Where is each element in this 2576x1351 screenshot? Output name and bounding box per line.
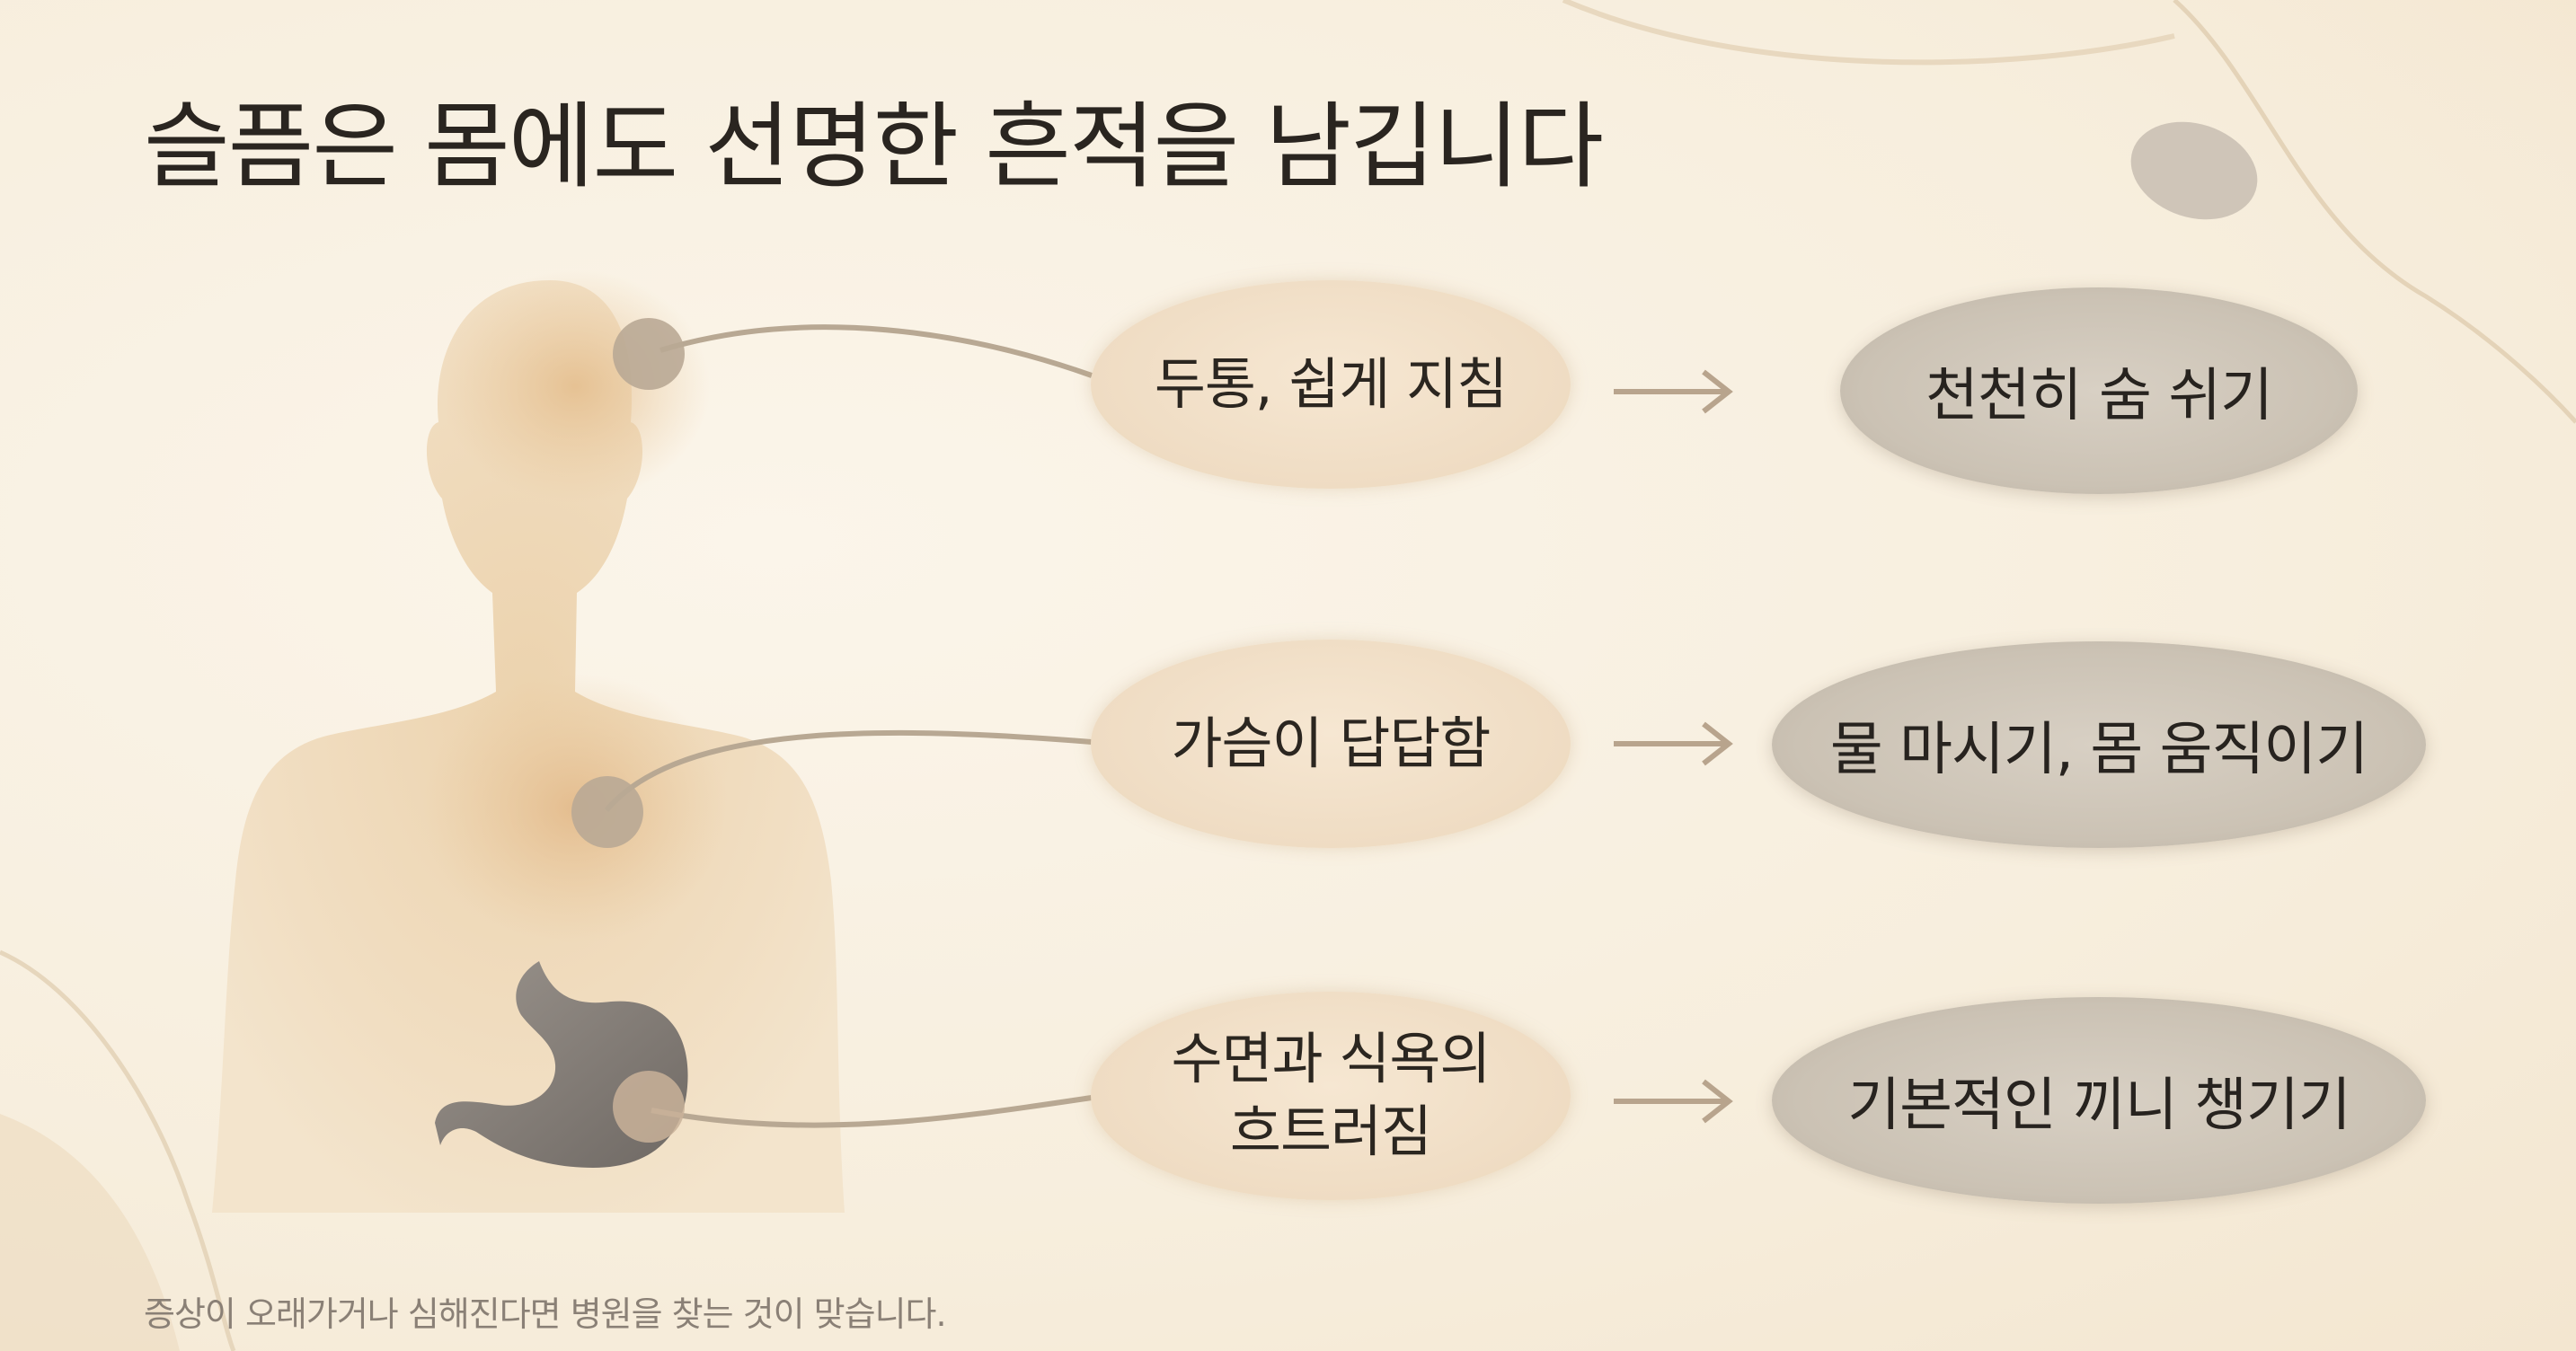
stomach-hotspot: [613, 1071, 685, 1143]
symptom-bubble-head: 두통, 쉽게 지침: [1091, 280, 1571, 489]
right-arrow-icon: [1614, 721, 1733, 766]
connector-line: [604, 729, 1093, 812]
remedy-bubble-meals: 기본적인 끼니 챙기기: [1772, 997, 2426, 1204]
page-title: 슬픔은 몸에도 선명한 흔적을 남깁니다: [144, 92, 1604, 201]
remedy-bubble-water-movement: 물 마시기, 몸 움직이기: [1772, 641, 2426, 848]
corner-wash: [2049, 0, 2576, 296]
connector-line: [651, 1095, 1093, 1128]
decorative-pebble: [2130, 121, 2258, 220]
symptom-bubble-chest: 가슴이 답답함: [1091, 640, 1571, 848]
decorative-curve: [2173, 0, 2576, 424]
symptom-label: 두통, 쉽게 지침: [1154, 350, 1508, 417]
right-arrow-icon: [1614, 369, 1733, 414]
remedy-label: 기본적인 끼니 챙기기: [1847, 1073, 2351, 1139]
decorative-curve: [1562, 0, 2175, 66]
decorative-curve: [0, 949, 236, 1351]
symptom-bubble-sleep-appetite: 수면과 식욕의 흐트러짐: [1091, 992, 1571, 1200]
symptom-label: 수면과 식욕의 흐트러짐: [1171, 1026, 1492, 1164]
right-arrow-icon: [1614, 1079, 1733, 1124]
symptom-label: 가슴이 답답함: [1171, 710, 1492, 776]
corner-wash: [0, 1114, 180, 1351]
head-hotspot: [613, 318, 685, 390]
footnote: 증상이 오래가거나 심해진다면 병원을 찾는 것이 맞습니다.: [144, 1294, 947, 1334]
remedy-bubble-breathing: 천천히 숨 쉬기: [1840, 287, 2358, 494]
human-torso-silhouette: [212, 269, 845, 1213]
chest-hotspot: [571, 776, 643, 848]
connector-line: [659, 324, 1093, 378]
remedy-label: 천천히 숨 쉬기: [1925, 363, 2273, 429]
remedy-label: 물 마시기, 몸 움직이기: [1829, 717, 2368, 783]
